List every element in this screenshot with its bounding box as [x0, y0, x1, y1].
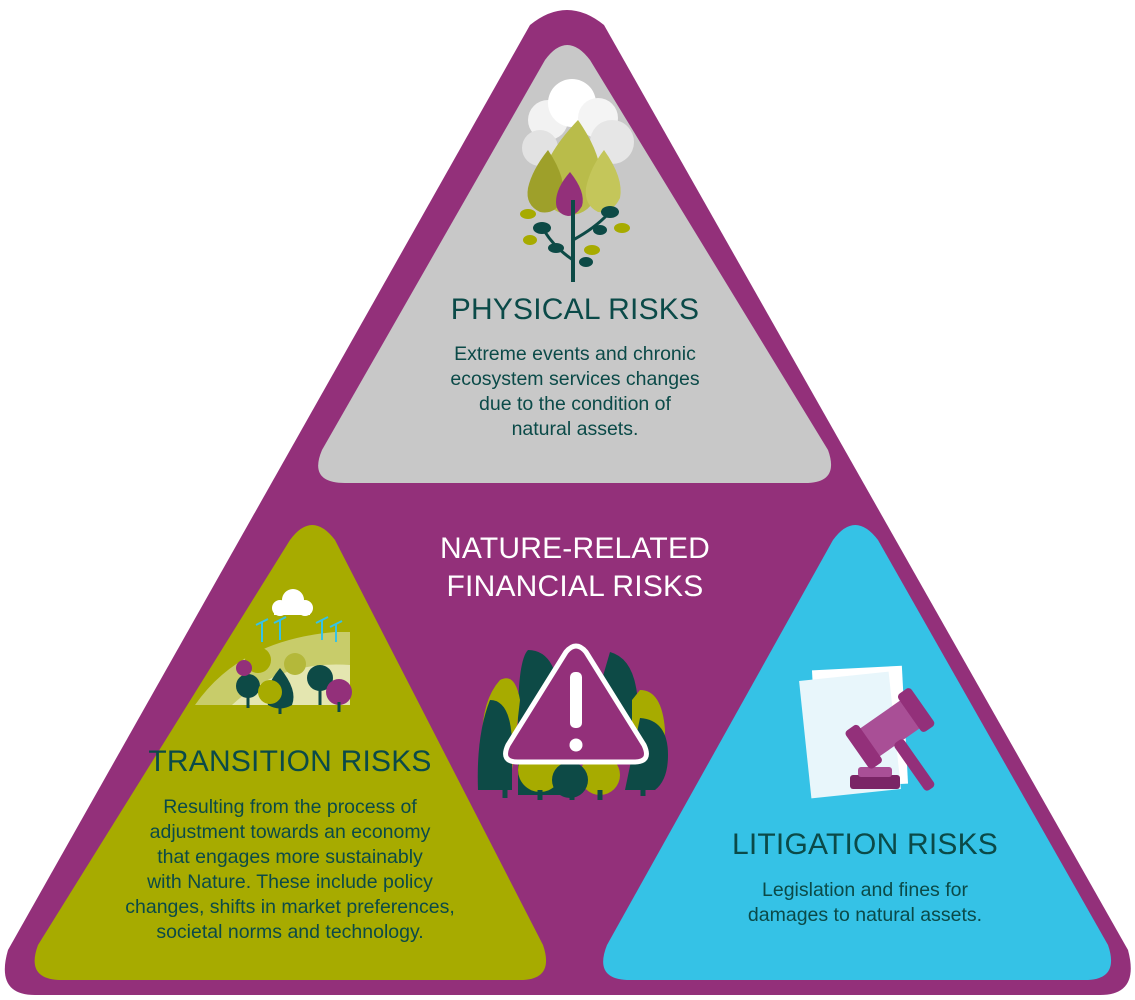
description-line: Resulting from the process of: [163, 796, 417, 818]
wildfire-plant-icon: [520, 79, 634, 282]
description-line: natural assets.: [511, 418, 639, 440]
description-line: adjustment towards an economy: [149, 821, 431, 843]
physical-risks-title: PHYSICAL RISKS: [450, 293, 700, 326]
transition-risks-panel: [34, 525, 547, 980]
description-line: societal norms and technology.: [156, 921, 424, 943]
description-line: changes, shifts in market preferences,: [125, 896, 455, 918]
description-line: damages to natural assets.: [747, 904, 983, 926]
description-line: with Nature. These include policy: [147, 871, 433, 893]
center-title: NATURE-RELATED FINANCIAL RISKS: [395, 530, 755, 606]
description-line: Extreme events and chronic: [454, 343, 696, 365]
description-line: Legislation and fines for: [762, 879, 968, 901]
landscape-wind-turbines-icon: [195, 589, 352, 714]
center-title-line: FINANCIAL RISKS: [446, 570, 704, 603]
transition-risks-title: TRANSITION RISKS: [148, 745, 432, 778]
litigation-risks-description: Legislation and fines for damages to nat…: [685, 878, 1045, 928]
warning-trees-icon: [477, 643, 668, 800]
center-title-line: NATURE-RELATED: [439, 532, 711, 565]
description-line: that engages more sustainably: [157, 846, 423, 868]
gavel-documents-icon: [799, 665, 935, 799]
litigation-risks-title: LITIGATION RISKS: [731, 828, 999, 861]
description-line: ecosystem services changes: [450, 368, 700, 390]
physical-risks-description: Extreme events and chronic ecosystem ser…: [380, 342, 770, 442]
transition-risks-description: Resulting from the process of adjustment…: [85, 795, 495, 945]
description-line: due to the condition of: [479, 393, 671, 415]
